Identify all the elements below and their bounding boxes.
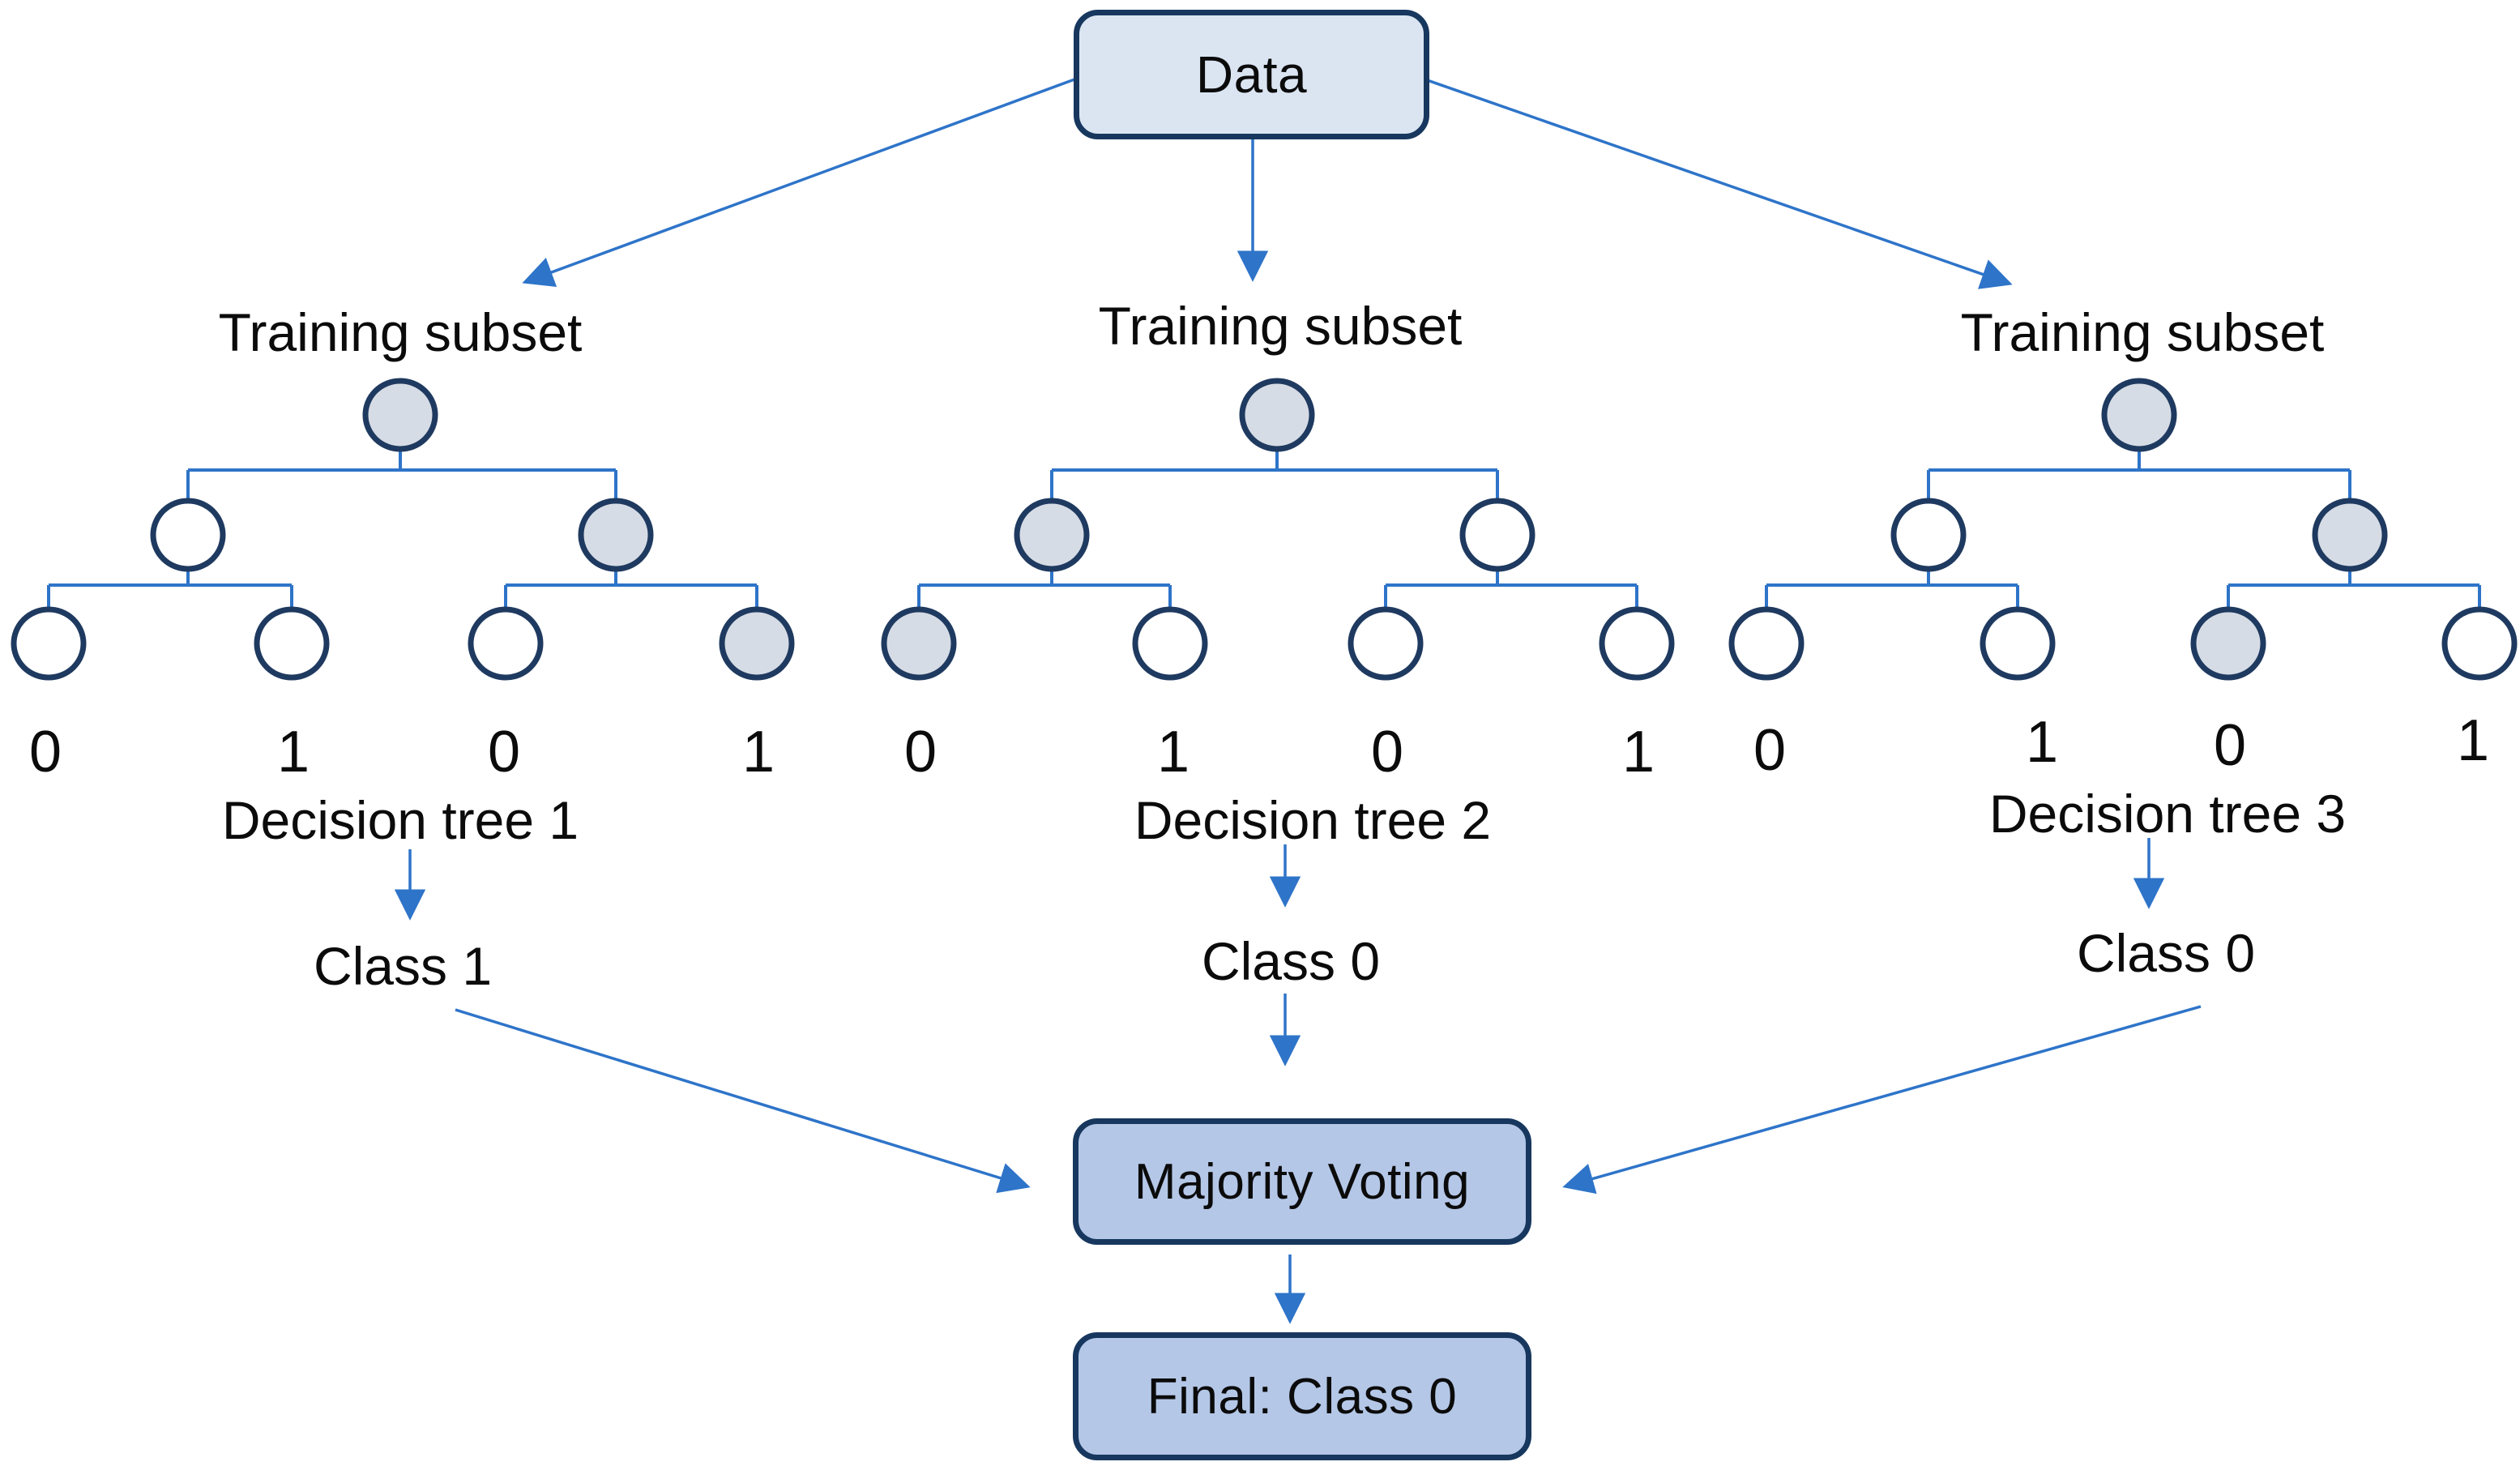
tree2-root-node [1239, 378, 1315, 452]
tree-connectors [47, 449, 2481, 609]
tree3-connector-lines [1765, 449, 2481, 609]
tree2-nodes [881, 378, 1675, 681]
tree1-leaf-node [254, 606, 330, 681]
data-fanout-arrows [522, 76, 2013, 289]
tree1-nodes [11, 378, 795, 681]
tree3-leaf-node [1728, 606, 1805, 681]
tree2-subset-label: Training subset [1098, 296, 1463, 356]
tree2-leaf-label: 1 [1156, 720, 1190, 784]
arrow-class1-to-voting [455, 1008, 1031, 1194]
tree3-root-node [2101, 378, 2177, 452]
tree3-leaf-node [1980, 606, 2056, 681]
final-class-label: Final: Class 0 [1147, 1368, 1458, 1425]
tree1-leaf-label: 1 [276, 720, 310, 784]
tree1-leaf-node [468, 606, 544, 681]
tree2-caption: Decision tree 2 [1134, 790, 1492, 850]
tree3-child-node [1890, 498, 1967, 572]
tree2-leaf-node [1599, 606, 1675, 681]
tree2-child-node [1459, 498, 1535, 572]
tree2-connector-lines [917, 449, 1638, 609]
majority-voting-label: Majority Voting [1134, 1153, 1471, 1210]
tree3-leaf-label: 1 [2025, 710, 2059, 775]
tree2-child-node [1014, 498, 1090, 572]
tree3-class-vote: Class 0 [2076, 923, 2256, 983]
tree1-child-node [150, 498, 226, 572]
tree3-subset-label: Training subset [1960, 302, 2325, 362]
tree2-leaf-node [1348, 606, 1424, 681]
tree1-leaf-label: 0 [28, 720, 62, 784]
tree1-connector-lines [47, 449, 758, 609]
tree3-caption: Decision tree 3 [1988, 784, 2347, 844]
tree1-leaf-node [11, 606, 87, 681]
arrow-data-to-tree1 [522, 78, 1075, 288]
data-box-label: Data [1195, 45, 1308, 104]
voting-flow-arrows [394, 838, 2202, 1324]
tree1-leaf-label: 0 [487, 720, 521, 784]
tree2-leaf-node [881, 606, 957, 681]
final-class-box: Final: Class 0 [1073, 1332, 1531, 1460]
tree1-class-vote: Class 1 [313, 936, 493, 996]
arrow-data-to-tree3 [1420, 76, 2013, 289]
tree3-leaf-label: 0 [2213, 713, 2247, 778]
tree3-leaf-node [2441, 606, 2518, 681]
tree2-leaf-label: 0 [903, 720, 938, 784]
tree1-child-node [578, 498, 654, 572]
data-box: Data [1074, 10, 1429, 139]
tree3-leaf-label: 0 [1753, 718, 1787, 783]
tree1-leaf-node [719, 606, 795, 681]
tree1-caption: Decision tree 1 [221, 790, 579, 850]
tree1-root-node [362, 378, 438, 452]
tree2-leaf-node [1132, 606, 1208, 681]
arrow-class3-to-voting [1562, 1005, 2202, 1195]
tree3-child-node [2312, 498, 2388, 572]
tree2-class-vote: Class 0 [1201, 931, 1381, 991]
tree1-leaf-label: 1 [741, 720, 775, 784]
tree3-leaf-label: 1 [2456, 708, 2490, 773]
tree3-nodes [1728, 378, 2518, 681]
tree3-leaf-node [2190, 606, 2266, 681]
tree2-leaf-label: 1 [1621, 720, 1655, 784]
majority-voting-box: Majority Voting [1073, 1118, 1531, 1245]
tree1-subset-label: Training subset [218, 302, 583, 362]
tree2-leaf-label: 0 [1370, 720, 1404, 784]
